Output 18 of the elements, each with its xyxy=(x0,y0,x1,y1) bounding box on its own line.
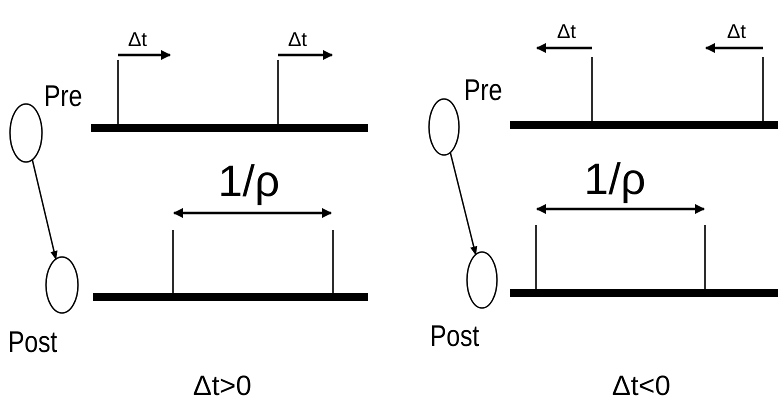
interval-label: Δt xyxy=(128,30,147,50)
condition-label: Δt>0 xyxy=(193,372,252,400)
neuron-circle xyxy=(9,103,43,163)
neuron-circle xyxy=(466,251,498,309)
neuron-label: Post xyxy=(430,322,480,352)
arrow xyxy=(450,152,478,256)
neuron-label: Pre xyxy=(464,76,502,106)
arrow xyxy=(32,159,58,260)
neuron-circle xyxy=(428,98,460,156)
neuron-circle xyxy=(45,256,79,314)
interval-label: Δt xyxy=(727,22,746,42)
rate-label: 1/ρ xyxy=(584,158,646,202)
rate-label: 1/ρ xyxy=(218,160,280,204)
interval-label: Δt xyxy=(288,30,307,50)
neuron-label: Post xyxy=(8,328,58,358)
interval-label: Δt xyxy=(557,22,576,42)
condition-label: Δt<0 xyxy=(612,372,670,400)
neuron-label: Pre xyxy=(44,82,82,112)
